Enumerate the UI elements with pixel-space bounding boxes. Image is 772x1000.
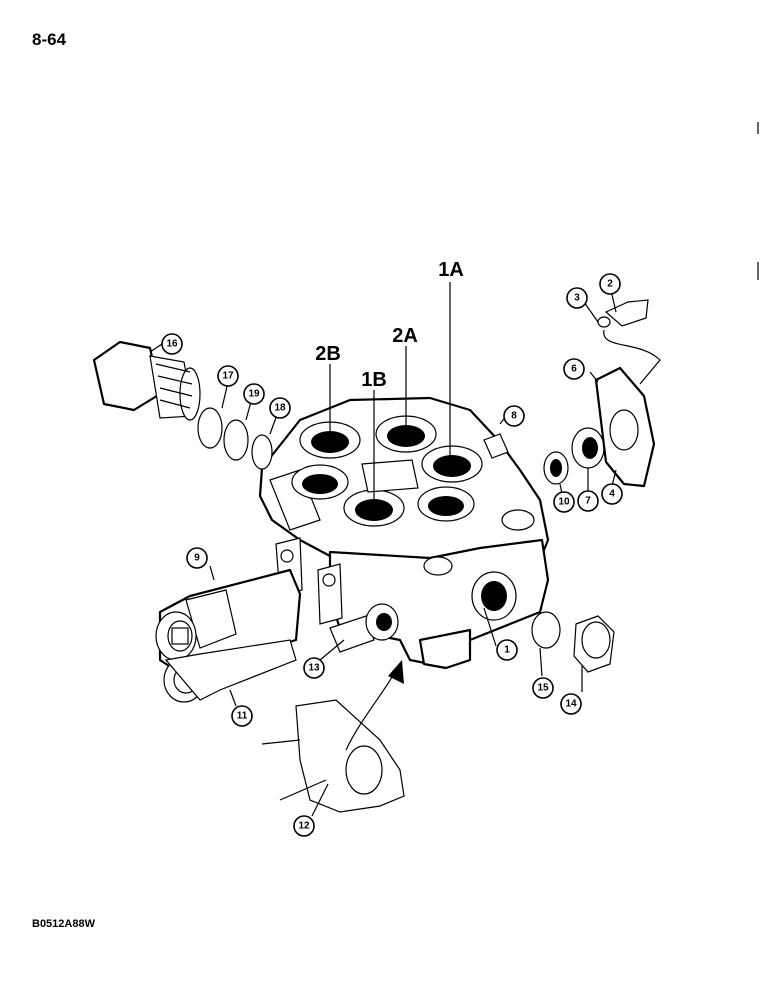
svg-text:13: 13 <box>308 663 320 674</box>
plug-14 <box>531 611 615 673</box>
svg-text:12: 12 <box>298 821 310 832</box>
port-label-group: 1A 2A 2B 1B <box>315 259 464 508</box>
svg-text:10: 10 <box>558 497 570 508</box>
svg-text:8: 8 <box>511 411 517 422</box>
svg-text:3: 3 <box>574 293 580 304</box>
callout-10: 10 <box>553 491 575 513</box>
callout-11: 11 <box>231 705 253 727</box>
svg-text:9: 9 <box>194 553 200 564</box>
figure-code: B0512A88W <box>32 918 95 930</box>
svg-text:18: 18 <box>274 403 286 414</box>
callout-1: 1 <box>496 639 518 661</box>
port-label-1a: 1A <box>438 259 464 281</box>
mounting-frame-12 <box>261 660 405 813</box>
svg-text:4: 4 <box>609 489 615 500</box>
svg-text:11: 11 <box>237 711 248 722</box>
right-end-parts <box>543 299 661 488</box>
solenoid-assembly <box>155 568 302 703</box>
port-label-1b: 1B <box>361 369 387 391</box>
callout-16: 16 <box>161 333 183 355</box>
svg-text:14: 14 <box>565 699 577 710</box>
callout-19: 19 <box>243 383 265 405</box>
callout-18: 18 <box>269 397 291 419</box>
callout-8: 8 <box>503 405 525 427</box>
callout-9: 9 <box>186 547 208 569</box>
callout-7: 7 <box>577 490 599 512</box>
callout-15: 15 <box>532 677 554 699</box>
port-label-2b: 2B <box>315 343 341 365</box>
svg-text:16: 16 <box>166 339 178 350</box>
fitting-16 <box>92 340 201 421</box>
port-label-2a: 2A <box>392 325 418 347</box>
svg-text:7: 7 <box>585 496 591 507</box>
callout-3: 3 <box>566 287 588 309</box>
callout-12: 12 <box>293 815 315 837</box>
callout-2: 2 <box>599 273 621 295</box>
callout-17: 17 <box>217 365 239 387</box>
svg-text:1: 1 <box>504 645 510 656</box>
svg-text:2: 2 <box>607 279 613 290</box>
svg-text:17: 17 <box>222 371 234 382</box>
callout-14: 14 <box>560 693 582 715</box>
ports <box>291 415 483 527</box>
callout-13: 13 <box>303 657 325 679</box>
callout-6: 6 <box>563 358 585 380</box>
svg-text:15: 15 <box>537 683 549 694</box>
o-rings-left <box>197 407 273 470</box>
svg-text:19: 19 <box>248 389 260 400</box>
page-number: 8-64 <box>32 30 67 49</box>
callout-4: 4 <box>601 483 623 505</box>
svg-text:6: 6 <box>571 364 577 375</box>
